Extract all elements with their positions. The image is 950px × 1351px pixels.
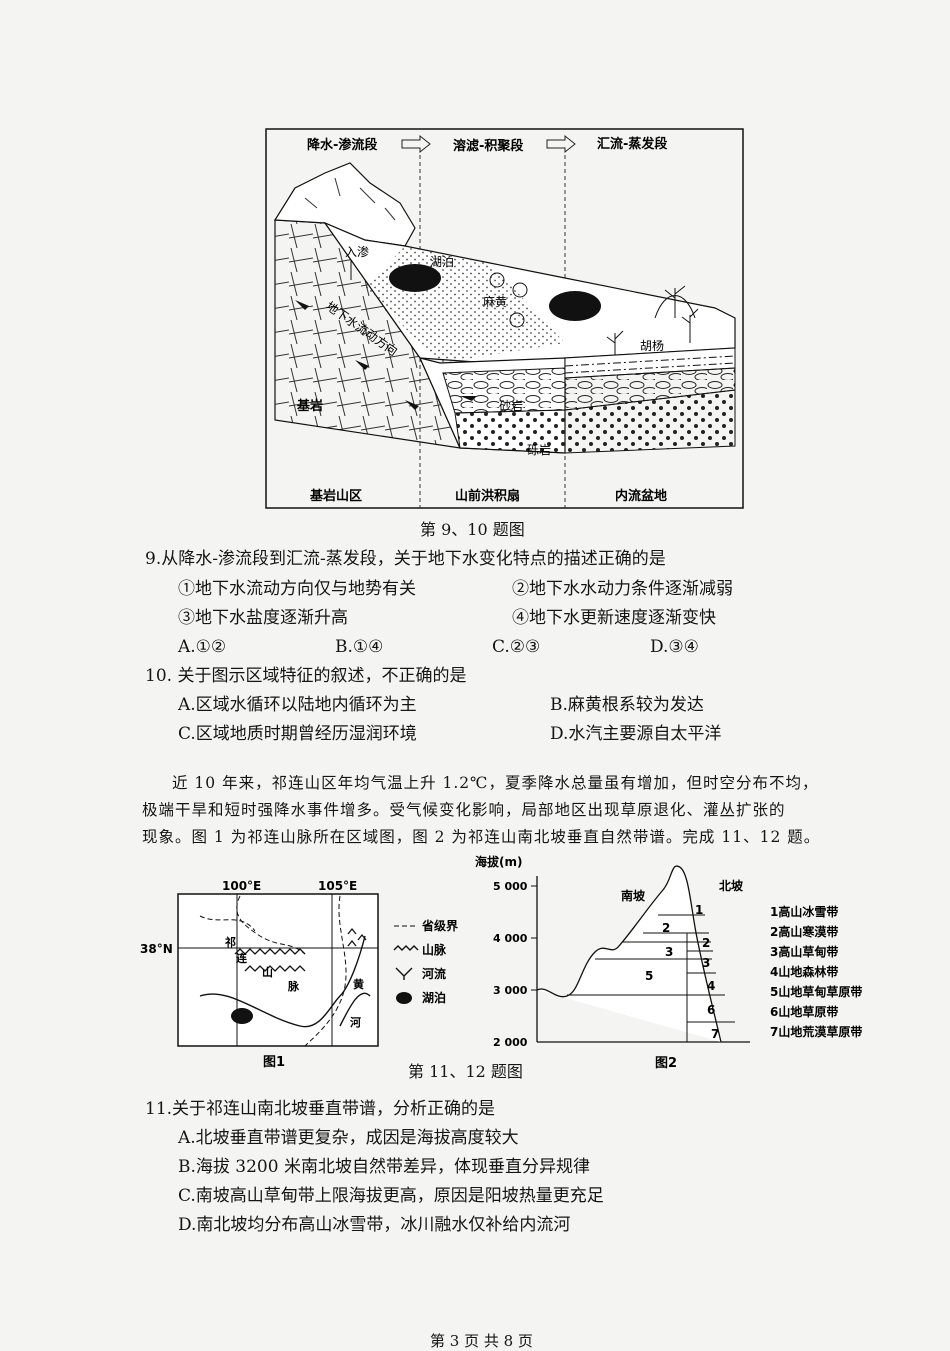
label-ephedra: 麻黄 <box>483 294 507 309</box>
q11-option-c[interactable]: C.南坡高山草甸带上限海拔更高，原因是阳坡热量更充足 <box>178 1186 604 1206</box>
ytick-2000: 2 000 <box>493 1036 528 1049</box>
profile-legend-7: 7山地荒漠草原带 <box>770 1024 862 1039</box>
q9-statement-1: ①地下水流动方向仅与地势有关 <box>178 579 416 599</box>
legend-lake: 湖泊 <box>422 990 446 1005</box>
profile-legend-3: 3高山草甸带 <box>770 944 838 959</box>
profile-ylabel: 海拔(m) <box>475 854 522 869</box>
figure-caption-9-10: 第 9、10 题图 <box>420 520 525 539</box>
ytick-4000: 4 000 <box>493 932 528 945</box>
lon-label-100: 100°E <box>222 879 261 893</box>
q10-option-d[interactable]: D.水汽主要源自太平洋 <box>550 724 722 744</box>
range-name-label: 脉 <box>287 979 300 993</box>
south-slope-label: 南坡 <box>621 888 646 903</box>
label-poplar: 胡杨 <box>640 338 664 353</box>
profile-title: 图2 <box>655 1056 677 1071</box>
label-infiltration: 入渗 <box>345 244 369 259</box>
label-bedrock: 基岩 <box>296 398 323 414</box>
zone-number-7: 7 <box>711 1027 719 1041</box>
lake-icon <box>396 992 412 1004</box>
zone-number-2-south: 2 <box>662 921 670 935</box>
label-lake: 湖泊 <box>430 254 454 269</box>
arrow-right-icon <box>401 134 431 154</box>
q11-option-a[interactable]: A.北坡垂直带谱更复杂，成因是海拔高度较大 <box>178 1128 519 1148</box>
north-slope-label: 北坡 <box>719 878 744 893</box>
profile-legend-5: 5山地草甸草原带 <box>770 984 862 999</box>
poplar-tree-icon <box>606 285 699 363</box>
zone-number-1: 1 <box>695 903 703 917</box>
q9-option-d[interactable]: D.③④ <box>650 637 699 657</box>
q9-statement-3: ③地下水盐度逐渐升高 <box>178 608 348 628</box>
ytick-3000: 3 000 <box>493 984 528 997</box>
q10-option-b[interactable]: B.麻黄根系较为发达 <box>550 695 704 715</box>
q9-option-b[interactable]: B.①④ <box>335 637 384 657</box>
question-10-stem: 10. 关于图示区域特征的叙述，不正确的是 <box>145 666 467 686</box>
zone-number-3-north: 3 <box>702 956 710 970</box>
passage-line-3: 现象。图 1 为祁连山脉所在区域图，图 2 为祁连山南北坡垂直自然带谱。完成 1… <box>142 828 821 846</box>
arrow-right-icon <box>546 134 576 154</box>
vertical-zonation-profile: 海拔(m) 5 000 4 000 3 000 2 000 1 2 2 3 3 … <box>475 854 862 1071</box>
profile-legend-1: 1高山冰雪带 <box>770 904 838 919</box>
legend-mountain: 山脉 <box>422 942 447 957</box>
legend-river: 河流 <box>421 966 446 981</box>
zone-label-1: 基岩山区 <box>309 488 362 504</box>
qilian-region-map: 100°E 105°E 38°N 祁 连 山 脉 黄 河 省级界 山脉 河流 湖… <box>140 879 458 1070</box>
lat-label-38: 38°N <box>140 942 173 956</box>
map-title: 图1 <box>263 1055 285 1070</box>
q10-option-c[interactable]: C.区域地质时期曾经历湿润环境 <box>178 724 417 744</box>
range-name-label: 山 <box>262 965 273 979</box>
zone-number-5: 5 <box>645 969 653 983</box>
profile-legend-6: 6山地草原带 <box>770 1004 838 1019</box>
q9-option-c[interactable]: C.②③ <box>492 637 541 657</box>
zone-label-3: 内流盆地 <box>615 488 667 504</box>
river-name-label: 河 <box>350 1015 361 1029</box>
river-name-label: 黄 <box>353 977 364 991</box>
ytick-5000: 5 000 <box>493 880 528 893</box>
range-name-label: 祁 <box>225 935 236 949</box>
question-11-stem: 11.关于祁连山南北坡垂直带谱，分析正确的是 <box>145 1099 496 1119</box>
passage-line-2: 极端干旱和短时强降水事件增多。受气候变化影响，局部地区出现草原退化、灌丛扩张的 <box>142 801 786 819</box>
stage-label-3: 汇流-蒸发段 <box>597 136 667 152</box>
q9-statement-4: ④地下水更新速度逐渐变快 <box>512 608 716 628</box>
zone-number-6: 6 <box>707 1003 715 1017</box>
figure-caption-11-12: 第 11、12 题图 <box>408 1062 523 1081</box>
profile-legend-4: 4山地森林带 <box>770 964 838 979</box>
stage-label-2: 溶滤-积聚段 <box>453 138 523 154</box>
zone-number-2-north: 2 <box>702 936 710 950</box>
zone-number-3-south: 3 <box>665 945 673 959</box>
range-name-label: 连 <box>236 951 248 965</box>
q10-option-a[interactable]: A.区域水循环以陆地内循环为主 <box>178 695 417 715</box>
zone-label-2: 山前洪积扇 <box>455 488 520 504</box>
flow-arrow-icon <box>295 300 476 410</box>
label-conglomerate: 砾岩 <box>527 442 551 457</box>
q9-option-a[interactable]: A.①② <box>178 637 227 657</box>
q11-option-b[interactable]: B.海拔 3200 米南北坡自然带差异，体现垂直分异规律 <box>178 1157 590 1177</box>
ephedra-icon <box>489 272 528 328</box>
question-9-stem: 9.从降水-渗流段到汇流-蒸发段，关于地下水变化特点的描述正确的是 <box>145 549 666 569</box>
stage-label-1: 降水-渗流段 <box>307 137 377 153</box>
groundwater-block-diagram: 降水-渗流段 溶滤-积聚段 汇流-蒸发段 入渗 湖泊 麻黄 胡杨 地下水流动方向… <box>265 128 744 509</box>
river-icon <box>395 967 413 980</box>
profile-legend-2: 2高山寒漠带 <box>770 924 838 939</box>
page-footer: 第 3 页 共 8 页 <box>430 1332 533 1350</box>
q11-option-d[interactable]: D.南北坡均分布高山冰雪带，冰川融水仅补给内流河 <box>178 1215 571 1235</box>
label-sandstone: 砂岩 <box>499 398 523 413</box>
lon-label-105: 105°E <box>318 879 357 893</box>
legend-boundary: 省级界 <box>421 918 458 933</box>
q9-statement-2: ②地下水水动力条件逐渐减弱 <box>512 579 733 599</box>
passage-line-1: 近 10 年来，祁连山区年均气温上升 1.2℃，夏季降水总量虽有增加，但时空分布… <box>172 774 819 792</box>
mountain-icon <box>393 945 419 951</box>
zone-number-4: 4 <box>707 979 715 993</box>
